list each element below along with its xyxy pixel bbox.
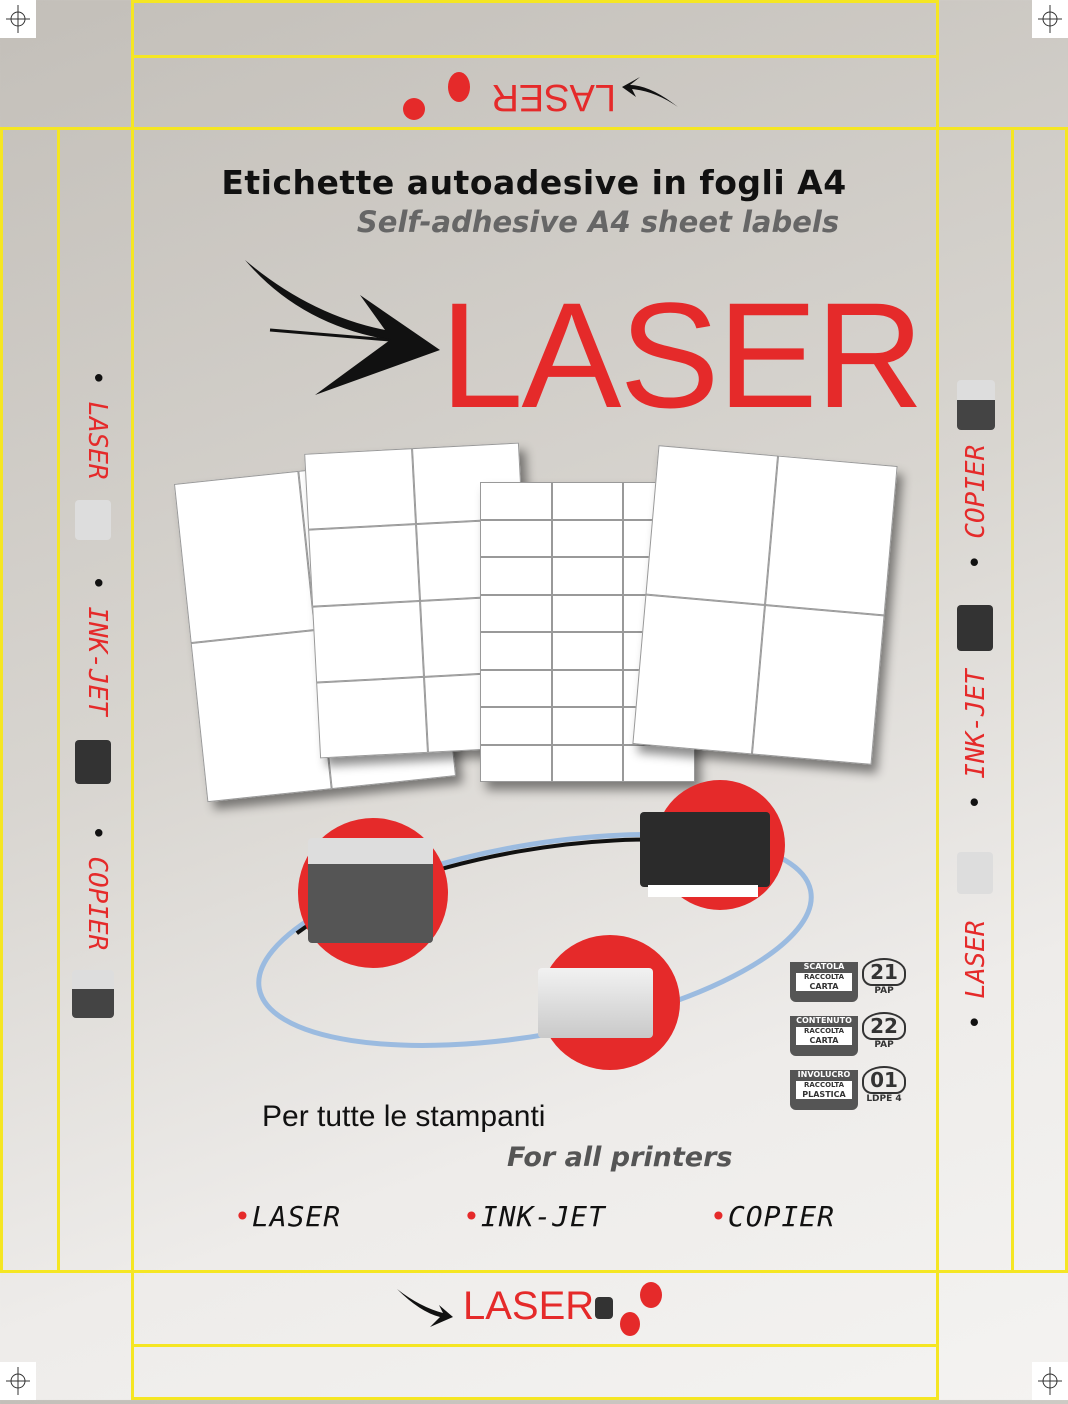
recycle-abbr: PAP — [874, 1040, 894, 1050]
registration-mark-icon — [0, 0, 36, 38]
printer-icon — [957, 380, 995, 430]
arrow-icon — [245, 260, 440, 395]
headline-english: Self-adhesive A4 sheet labels — [356, 205, 840, 239]
dieline — [131, 1344, 939, 1347]
recycle-abbr: LDPE 4 — [866, 1094, 902, 1104]
label-cell — [480, 744, 552, 782]
right-side-panel: • COPIER • INK-JET • LASER — [937, 380, 1012, 1030]
label-cell — [480, 519, 552, 557]
collect-label: RACCOLTA — [804, 973, 844, 981]
dieline — [0, 1270, 1068, 1273]
paper-tray — [648, 885, 758, 897]
registration-mark-icon — [1032, 1362, 1068, 1400]
label-cell — [551, 707, 624, 745]
side-label-laser: • LASER — [82, 370, 112, 480]
dieline — [936, 0, 939, 1400]
printer-icon — [72, 970, 114, 1018]
printer-badge — [640, 1282, 662, 1308]
black-printer-image — [640, 812, 770, 887]
printer-type-inkjet: •INK-JET — [463, 1200, 606, 1233]
side-label-copier: • COPIER — [961, 444, 991, 570]
label-cell — [551, 557, 624, 595]
printer-badge — [403, 98, 425, 120]
collect-label: RACCOLTA — [804, 1027, 844, 1035]
label-cell — [551, 669, 624, 707]
white-printer-image — [538, 968, 653, 1038]
material-label: CARTA — [809, 1036, 839, 1045]
dieline — [57, 127, 60, 1273]
color-laser-printer-image — [308, 838, 433, 943]
label-cell — [480, 482, 552, 520]
dieline — [131, 0, 134, 1400]
printer-icon — [75, 740, 111, 784]
label-cell — [551, 482, 624, 520]
label-cell — [480, 594, 552, 632]
label-sheet-2x2 — [632, 445, 898, 765]
dieline — [131, 55, 939, 58]
dieline — [0, 127, 3, 1273]
label-cell — [480, 669, 552, 707]
dieline — [0, 127, 1068, 130]
brand-logo: LASER — [491, 76, 616, 118]
arrow-icon — [397, 1289, 453, 1327]
recycle-code: 21 — [862, 958, 906, 986]
label-cell — [623, 744, 695, 782]
side-label-inkjet: • INK-JET — [961, 669, 991, 810]
label-cell — [551, 744, 624, 782]
registration-mark-icon — [0, 1362, 36, 1400]
material-label: CARTA — [809, 982, 839, 991]
top-flap-logo: LASER — [390, 70, 680, 120]
bottom-flap-logo: LASER — [395, 1282, 685, 1337]
dieline — [1011, 127, 1014, 1273]
bin-label: SCATOLA — [803, 962, 845, 971]
dieline — [1065, 127, 1068, 1273]
printer-icon — [75, 500, 111, 540]
printer-type-copier: •COPIER — [710, 1200, 836, 1233]
left-side-panel: • LASER • INK-JET • COPIER — [60, 370, 132, 1030]
printer-badge — [620, 1312, 640, 1336]
dieline — [131, 1397, 939, 1400]
bin-label: CONTENUTO — [796, 1016, 852, 1025]
printer-type-laser: •LASER — [234, 1200, 342, 1233]
side-label-inkjet: • INK-JET — [82, 575, 112, 716]
recycle-code: 01 — [862, 1066, 906, 1094]
dieline — [131, 0, 939, 3]
brand-logo: LASER — [463, 1284, 595, 1328]
printer-icon — [595, 1297, 613, 1319]
printer-badge — [448, 72, 470, 102]
label-cell — [480, 707, 552, 745]
bin-label: INVOLUCRO — [797, 1070, 851, 1079]
recycle-abbr: PAP — [874, 986, 894, 996]
label-cell — [551, 519, 624, 557]
label-cell — [480, 557, 552, 595]
brand-logo-large: LASER — [440, 271, 924, 439]
printer-icon — [957, 852, 993, 894]
arrow-icon — [622, 77, 678, 107]
collect-label: RACCOLTA — [804, 1081, 844, 1089]
printer-icon — [957, 605, 993, 651]
recycle-code: 22 — [862, 1012, 906, 1040]
side-label-copier: • COPIER — [82, 825, 112, 951]
tagline-italian: Per tutte le stampanti — [262, 1100, 546, 1133]
label-cell — [551, 594, 624, 632]
tagline-english: For all printers — [507, 1142, 733, 1173]
label-cell — [551, 632, 624, 670]
registration-mark-icon — [1032, 0, 1068, 38]
headline-italian: Etichette autoadesive in fogli A4 — [221, 163, 847, 202]
label-cell — [480, 632, 552, 670]
side-label-laser: • LASER — [961, 920, 991, 1030]
material-label: PLASTICA — [802, 1090, 846, 1099]
